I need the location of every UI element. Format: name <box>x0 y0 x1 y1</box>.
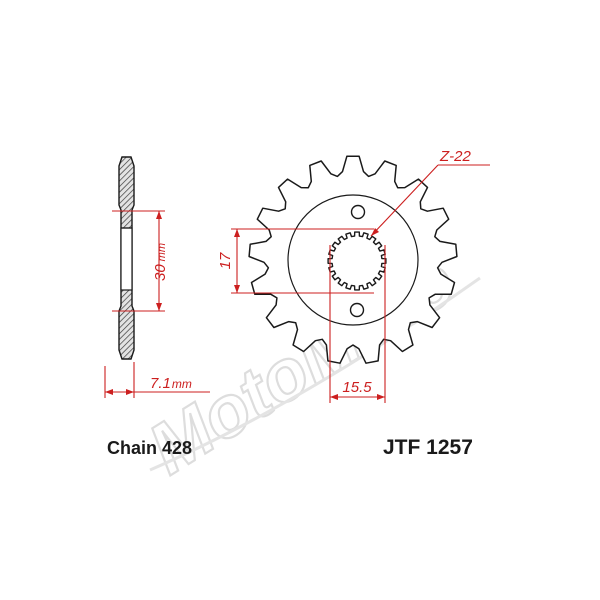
bore-width-value: 15.5 <box>342 379 372 396</box>
side-profile-bore-gap <box>120 227 133 291</box>
thickness-dimension <box>104 362 210 398</box>
bore-height-dimension <box>231 228 374 294</box>
hub-height-value: 30mm <box>152 243 169 281</box>
chain-size-label: Chain 428 <box>107 438 193 458</box>
bore-height-value: 17 <box>217 252 234 269</box>
bore-width-dimension <box>329 245 386 403</box>
side-profile-view <box>118 156 135 360</box>
teeth-count-label: Z-22 <box>439 148 472 165</box>
mounting-hole-bottom <box>349 302 365 318</box>
hub-height-dimension <box>112 210 165 312</box>
sprocket-front-view <box>248 155 458 364</box>
teeth-count-leader <box>370 164 490 237</box>
thickness-value: 7.1mm <box>150 375 192 392</box>
part-number-label: JTF 1257 <box>383 436 473 459</box>
sprocket-pitch-circle <box>287 194 419 326</box>
mounting-hole-top <box>350 204 366 220</box>
splined-bore <box>327 231 387 291</box>
